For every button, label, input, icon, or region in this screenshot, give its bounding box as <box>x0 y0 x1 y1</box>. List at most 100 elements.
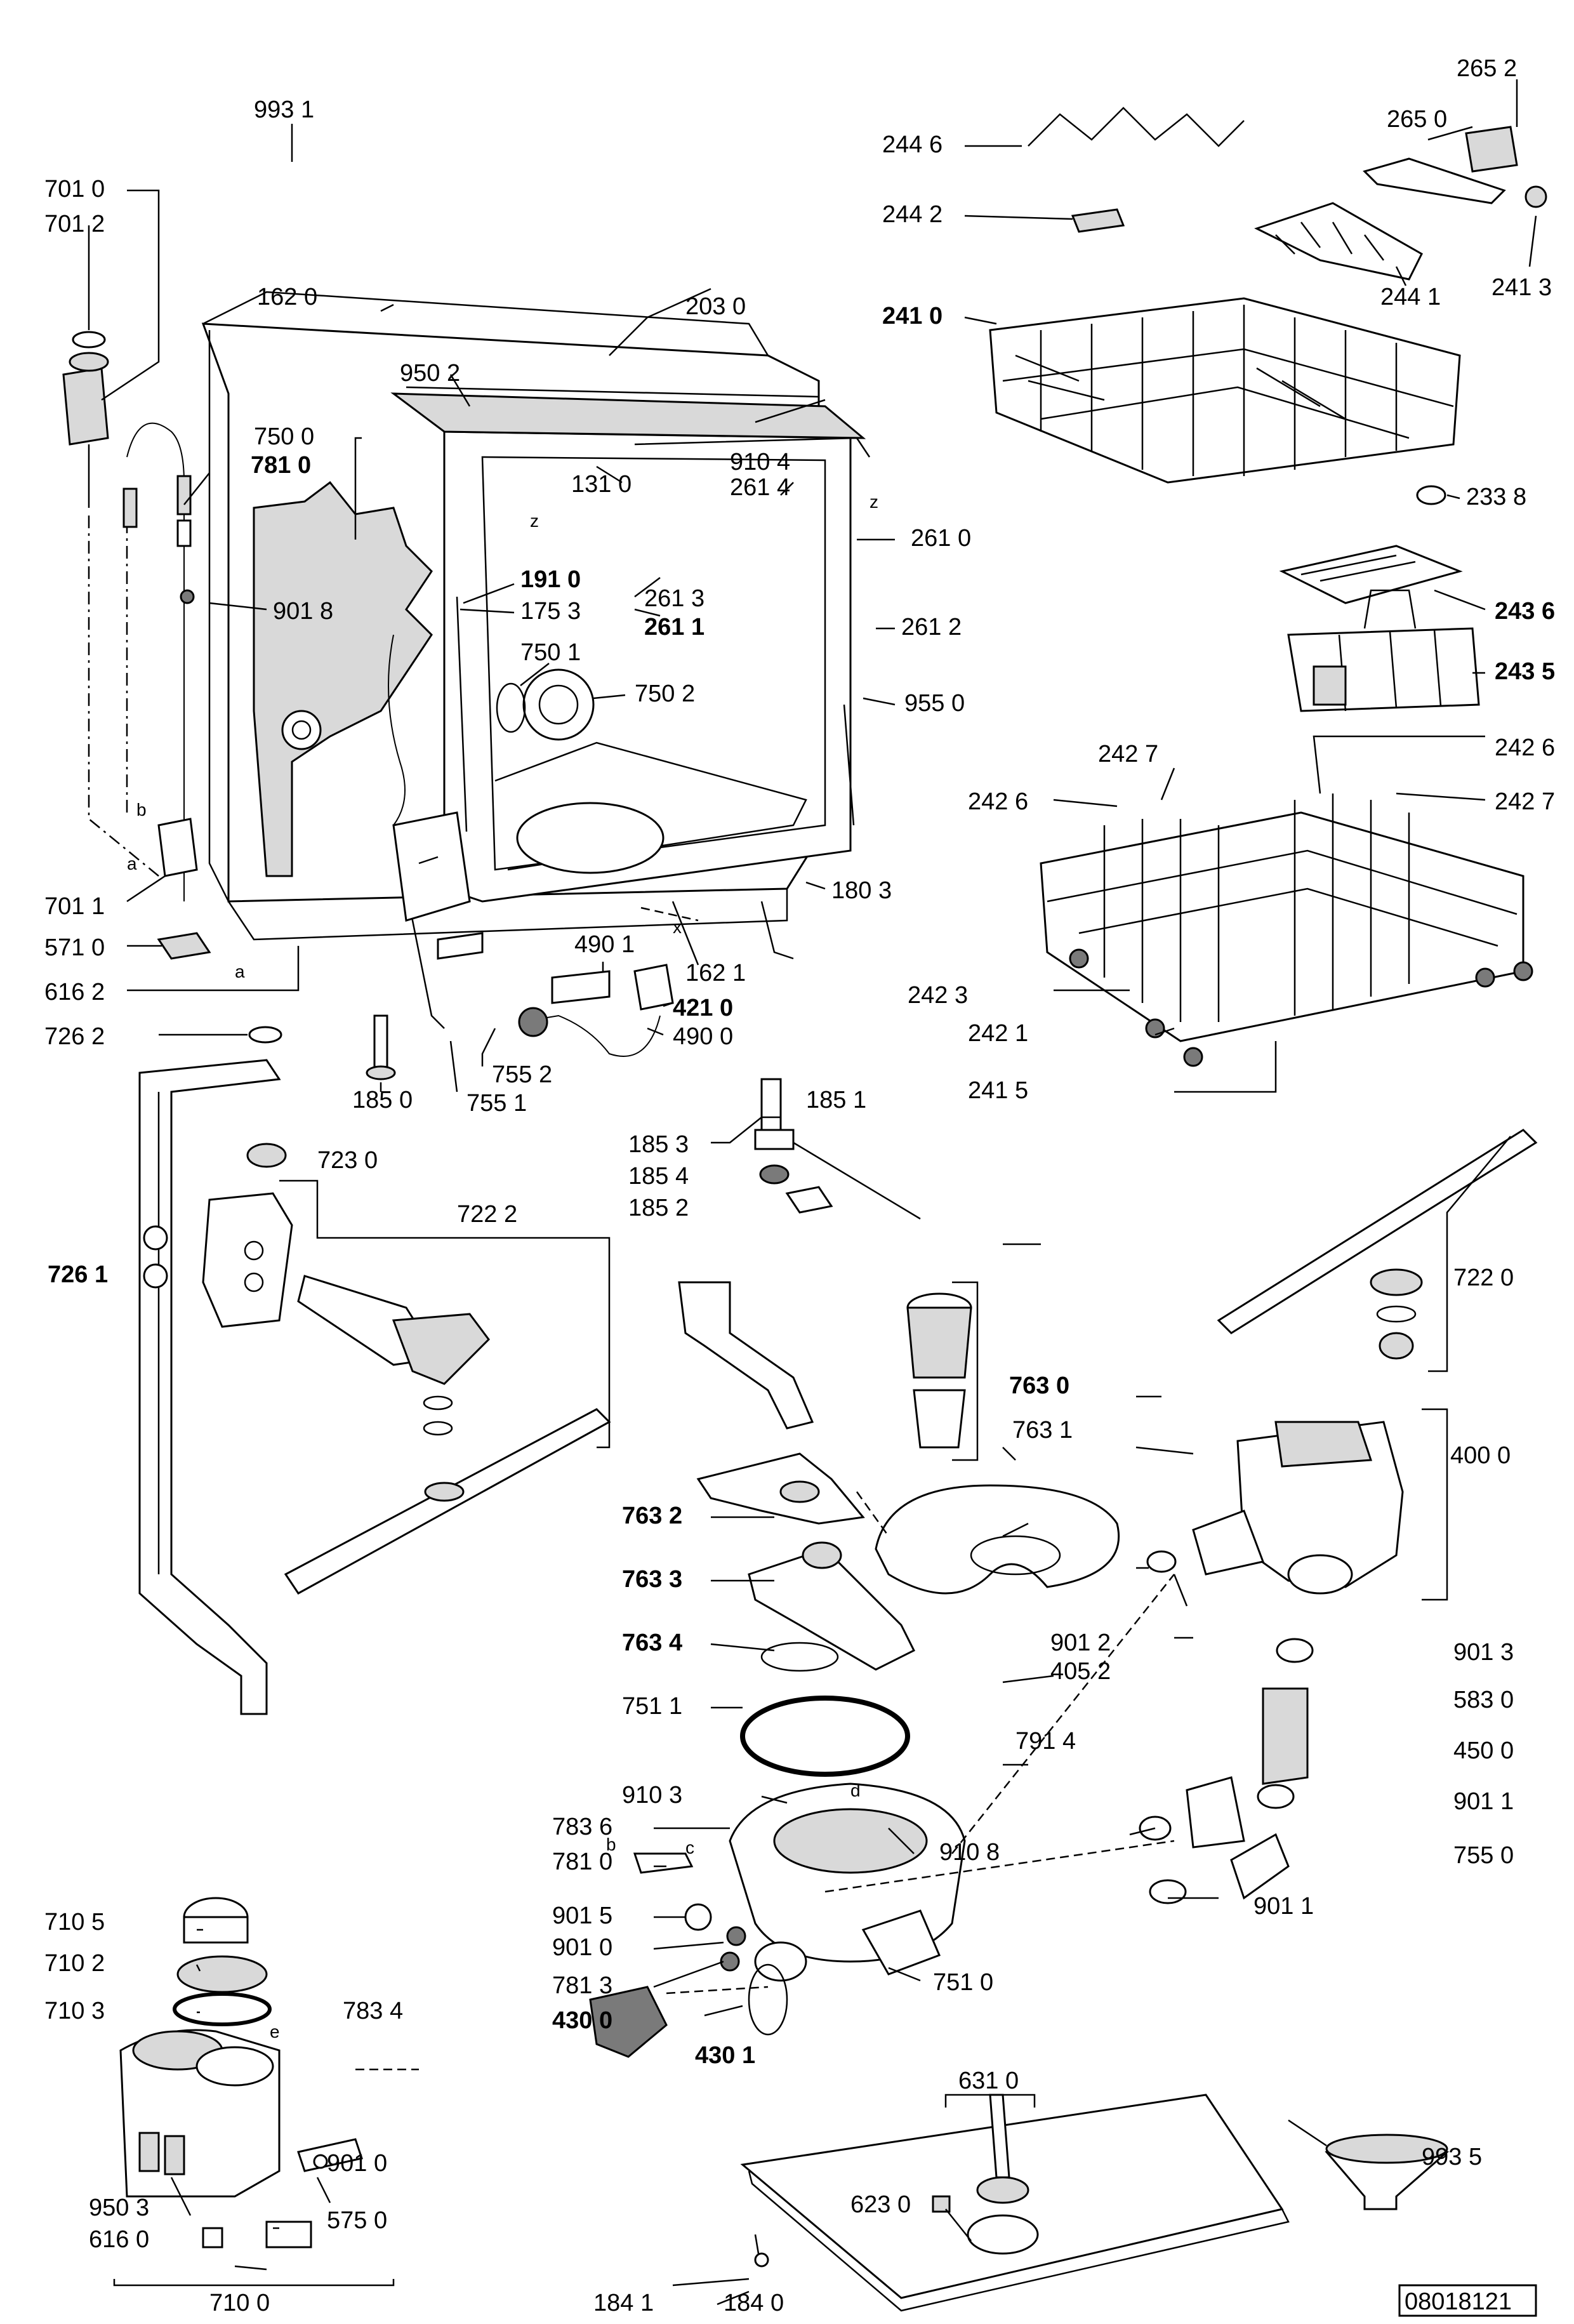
label-2446: 244 6 <box>882 131 942 158</box>
upper-spray-arm-assembly <box>202 1143 611 1595</box>
label-1852: 185 2 <box>628 1195 689 1221</box>
letter-a-1: a <box>127 854 137 873</box>
rack-parts-top-right <box>1028 107 1547 505</box>
letter-a-2: a <box>235 962 245 981</box>
letter-z-2: z <box>870 492 878 512</box>
label-2426-b: 242 6 <box>1495 734 1555 761</box>
label-1753: 175 3 <box>520 598 581 625</box>
label-7810-b: 781 0 <box>552 1849 612 1875</box>
label-7510: 751 0 <box>933 1969 993 1996</box>
label-2426-a: 242 6 <box>968 788 1028 815</box>
label-2614: 261 4 <box>730 474 790 501</box>
label-9012: 901 2 <box>1050 1630 1111 1656</box>
label-1621: 162 1 <box>685 960 746 986</box>
label-9108: 910 8 <box>939 1839 1000 1866</box>
label-2423: 242 3 <box>908 982 968 1009</box>
letter-b-2: b <box>606 1835 616 1854</box>
label-9013: 901 3 <box>1453 1639 1514 1666</box>
label-2338: 233 8 <box>1466 484 1526 510</box>
label-7810-a: 781 0 <box>251 452 311 479</box>
label-6230: 623 0 <box>850 2191 911 2218</box>
label-4000: 400 0 <box>1450 1442 1511 1469</box>
label-1851: 185 1 <box>806 1087 866 1113</box>
label-4210: 421 0 <box>673 995 733 1021</box>
label-7632: 763 2 <box>622 1503 682 1529</box>
lower-basket <box>1040 793 1533 1067</box>
label-5750: 575 0 <box>327 2207 387 2234</box>
label-7633: 763 3 <box>622 1566 682 1593</box>
label-7551: 755 1 <box>466 1090 527 1117</box>
label-9015: 901 5 <box>552 1902 612 1929</box>
label-5710: 571 0 <box>44 934 105 961</box>
misc-left-parts <box>62 331 921 1220</box>
letter-x-1: x <box>673 917 682 937</box>
label-2652: 265 2 <box>1457 55 1517 82</box>
label-5830: 583 0 <box>1453 1687 1514 1713</box>
label-7100: 710 0 <box>209 2290 270 2316</box>
label-9503: 950 3 <box>89 2195 149 2221</box>
label-9103: 910 3 <box>622 1782 682 1809</box>
label-9011-a: 901 1 <box>1453 1788 1514 1815</box>
drawing-reference: 08018121 <box>1398 2284 1537 2317</box>
label-7630: 763 0 <box>1009 1372 1069 1399</box>
label-7102: 710 2 <box>44 1950 105 1977</box>
upper-basket <box>989 297 1461 484</box>
label-1850: 185 0 <box>352 1087 413 1113</box>
letter-e-1: e <box>270 2022 280 2042</box>
label-2413: 241 3 <box>1491 274 1552 301</box>
label-9550: 955 0 <box>904 690 965 717</box>
label-2441: 244 1 <box>1380 284 1441 310</box>
letter-z-1: z <box>530 511 539 531</box>
label-7261: 726 1 <box>48 1261 108 1288</box>
label-1803: 180 3 <box>831 877 892 904</box>
label-2410: 241 0 <box>882 303 942 329</box>
label-2650: 265 0 <box>1387 106 1447 133</box>
label-1310: 131 0 <box>571 471 632 498</box>
label-4052: 405 2 <box>1050 1658 1111 1685</box>
base-tray <box>740 2094 1290 2312</box>
label-2612: 261 2 <box>901 614 962 641</box>
label-2415: 241 5 <box>968 1077 1028 1104</box>
label-7103: 710 3 <box>44 1998 105 2024</box>
label-7011: 701 1 <box>44 893 105 920</box>
label-1841: 184 1 <box>593 2290 654 2316</box>
label-9011-b: 901 1 <box>1253 1893 1314 1920</box>
drawing-number: 08018121 <box>1405 2288 1512 2315</box>
label-2613: 261 3 <box>644 585 704 612</box>
label-7552: 755 2 <box>492 1061 552 1088</box>
leader-lines <box>88 79 1537 2306</box>
label-2436: 243 6 <box>1495 598 1555 625</box>
label-4900: 490 0 <box>673 1023 733 1050</box>
label-2442: 244 2 <box>882 201 942 228</box>
label-6162: 616 2 <box>44 979 105 1006</box>
label-9931: 993 1 <box>254 96 314 123</box>
label-7501: 750 1 <box>520 639 581 666</box>
funnel <box>1325 2134 1450 2210</box>
label-7105: 710 5 <box>44 1909 105 1936</box>
label-7220: 722 0 <box>1453 1265 1514 1291</box>
label-2427-a: 242 7 <box>1098 741 1158 767</box>
label-9104: 910 4 <box>730 449 790 475</box>
label-4301: 430 1 <box>695 2042 755 2069</box>
letter-b-1: b <box>136 800 147 820</box>
sump <box>589 1783 966 2058</box>
label-2435: 243 5 <box>1495 658 1555 685</box>
label-7502: 750 2 <box>635 681 695 707</box>
label-6310: 631 0 <box>958 2068 1019 2094</box>
top-spray-arm <box>1217 1129 1538 1360</box>
label-7631: 763 1 <box>1012 1417 1073 1444</box>
filter-assembly <box>678 1281 1120 1777</box>
connection-letters: z z b a a x b c d e <box>127 492 878 2042</box>
label-7500: 750 0 <box>254 423 314 450</box>
cutlery-basket <box>1279 545 1480 712</box>
label-7813: 781 3 <box>552 1972 612 1999</box>
label-9010-b: 901 0 <box>327 2150 387 2177</box>
label-4500: 450 0 <box>1453 1737 1514 1764</box>
label-1620: 162 0 <box>257 284 317 310</box>
part-labels: 993 1 701 0 701 2 162 0 203 0 950 2 750 … <box>44 55 1555 2316</box>
label-4300: 430 0 <box>552 2007 612 2034</box>
label-7914: 791 4 <box>1015 1728 1076 1755</box>
label-7262: 726 2 <box>44 1023 105 1050</box>
